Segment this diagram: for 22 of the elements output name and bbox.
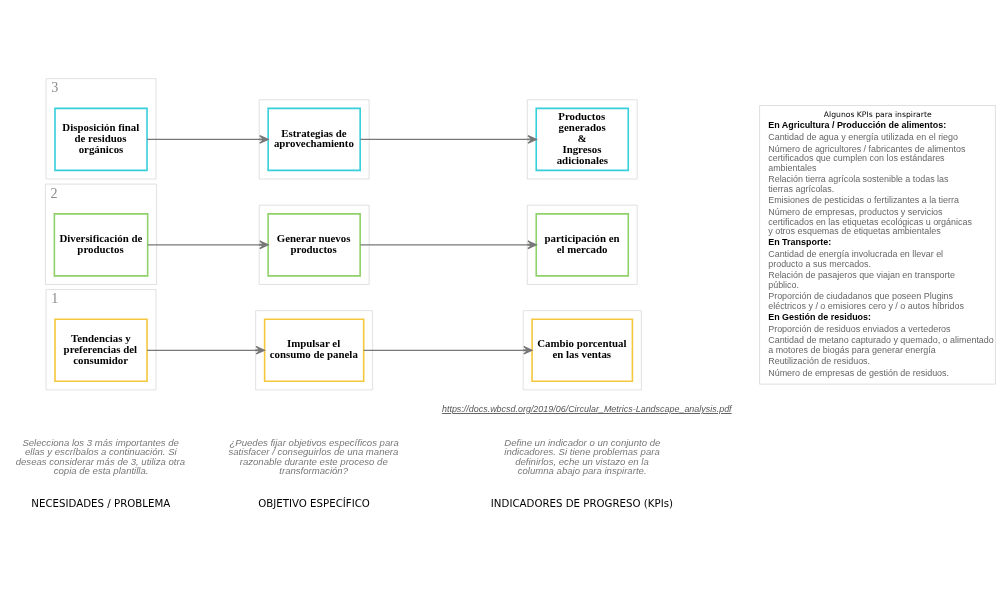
node-box: participación en el mercado <box>535 213 630 277</box>
arrow <box>146 345 266 355</box>
node-box: Cambio porcentual en las ventas <box>531 318 634 383</box>
node-box: Tendencias y preferencias del consumidor <box>54 318 148 383</box>
label: INDICADORES DE PROGRESO (KPIs) <box>490 498 674 510</box>
node-box: Generar nuevos productos <box>267 213 361 277</box>
node-box: Impulsar el consumo de panela <box>263 318 365 383</box>
label: OBJETIVO ESPECÍFICO <box>258 498 370 510</box>
label: Selecciona los 3 más importantes de ellas y escríbalos a continuación. Si deseas considerar más de 3, utiliza otra copia de esta plantilla. <box>15 436 186 477</box>
arrow <box>359 135 537 144</box>
label: Define un indicador o un conjunto de indicadores. Si tiene problemas para definirlos, eche un vistazo en la columna abajo para inspirarte. <box>504 436 661 477</box>
node-box: Estrategias de aprovechamiento <box>267 107 361 172</box>
node-box: Productos generados & Ingresos adicionales <box>535 107 630 172</box>
node-box: Diversificación de productos <box>53 213 149 277</box>
arrow <box>359 240 537 250</box>
label: ¿Puedes fijar objetivos específicos para satisfacer / conseguirlos de una manera razonable durante este proceso de transformación? <box>228 436 399 477</box>
arrow <box>147 240 269 250</box>
node-box: Disposición final de residuos orgánicos <box>54 107 148 172</box>
label: NECESIDADES / PROBLEMA <box>31 498 171 510</box>
label: https://docs.wbcsd.org/2019/06/Circular_Metrics-Landscape_analysis.pdf <box>441 404 732 415</box>
arrow <box>363 345 533 355</box>
arrow <box>146 135 269 144</box>
